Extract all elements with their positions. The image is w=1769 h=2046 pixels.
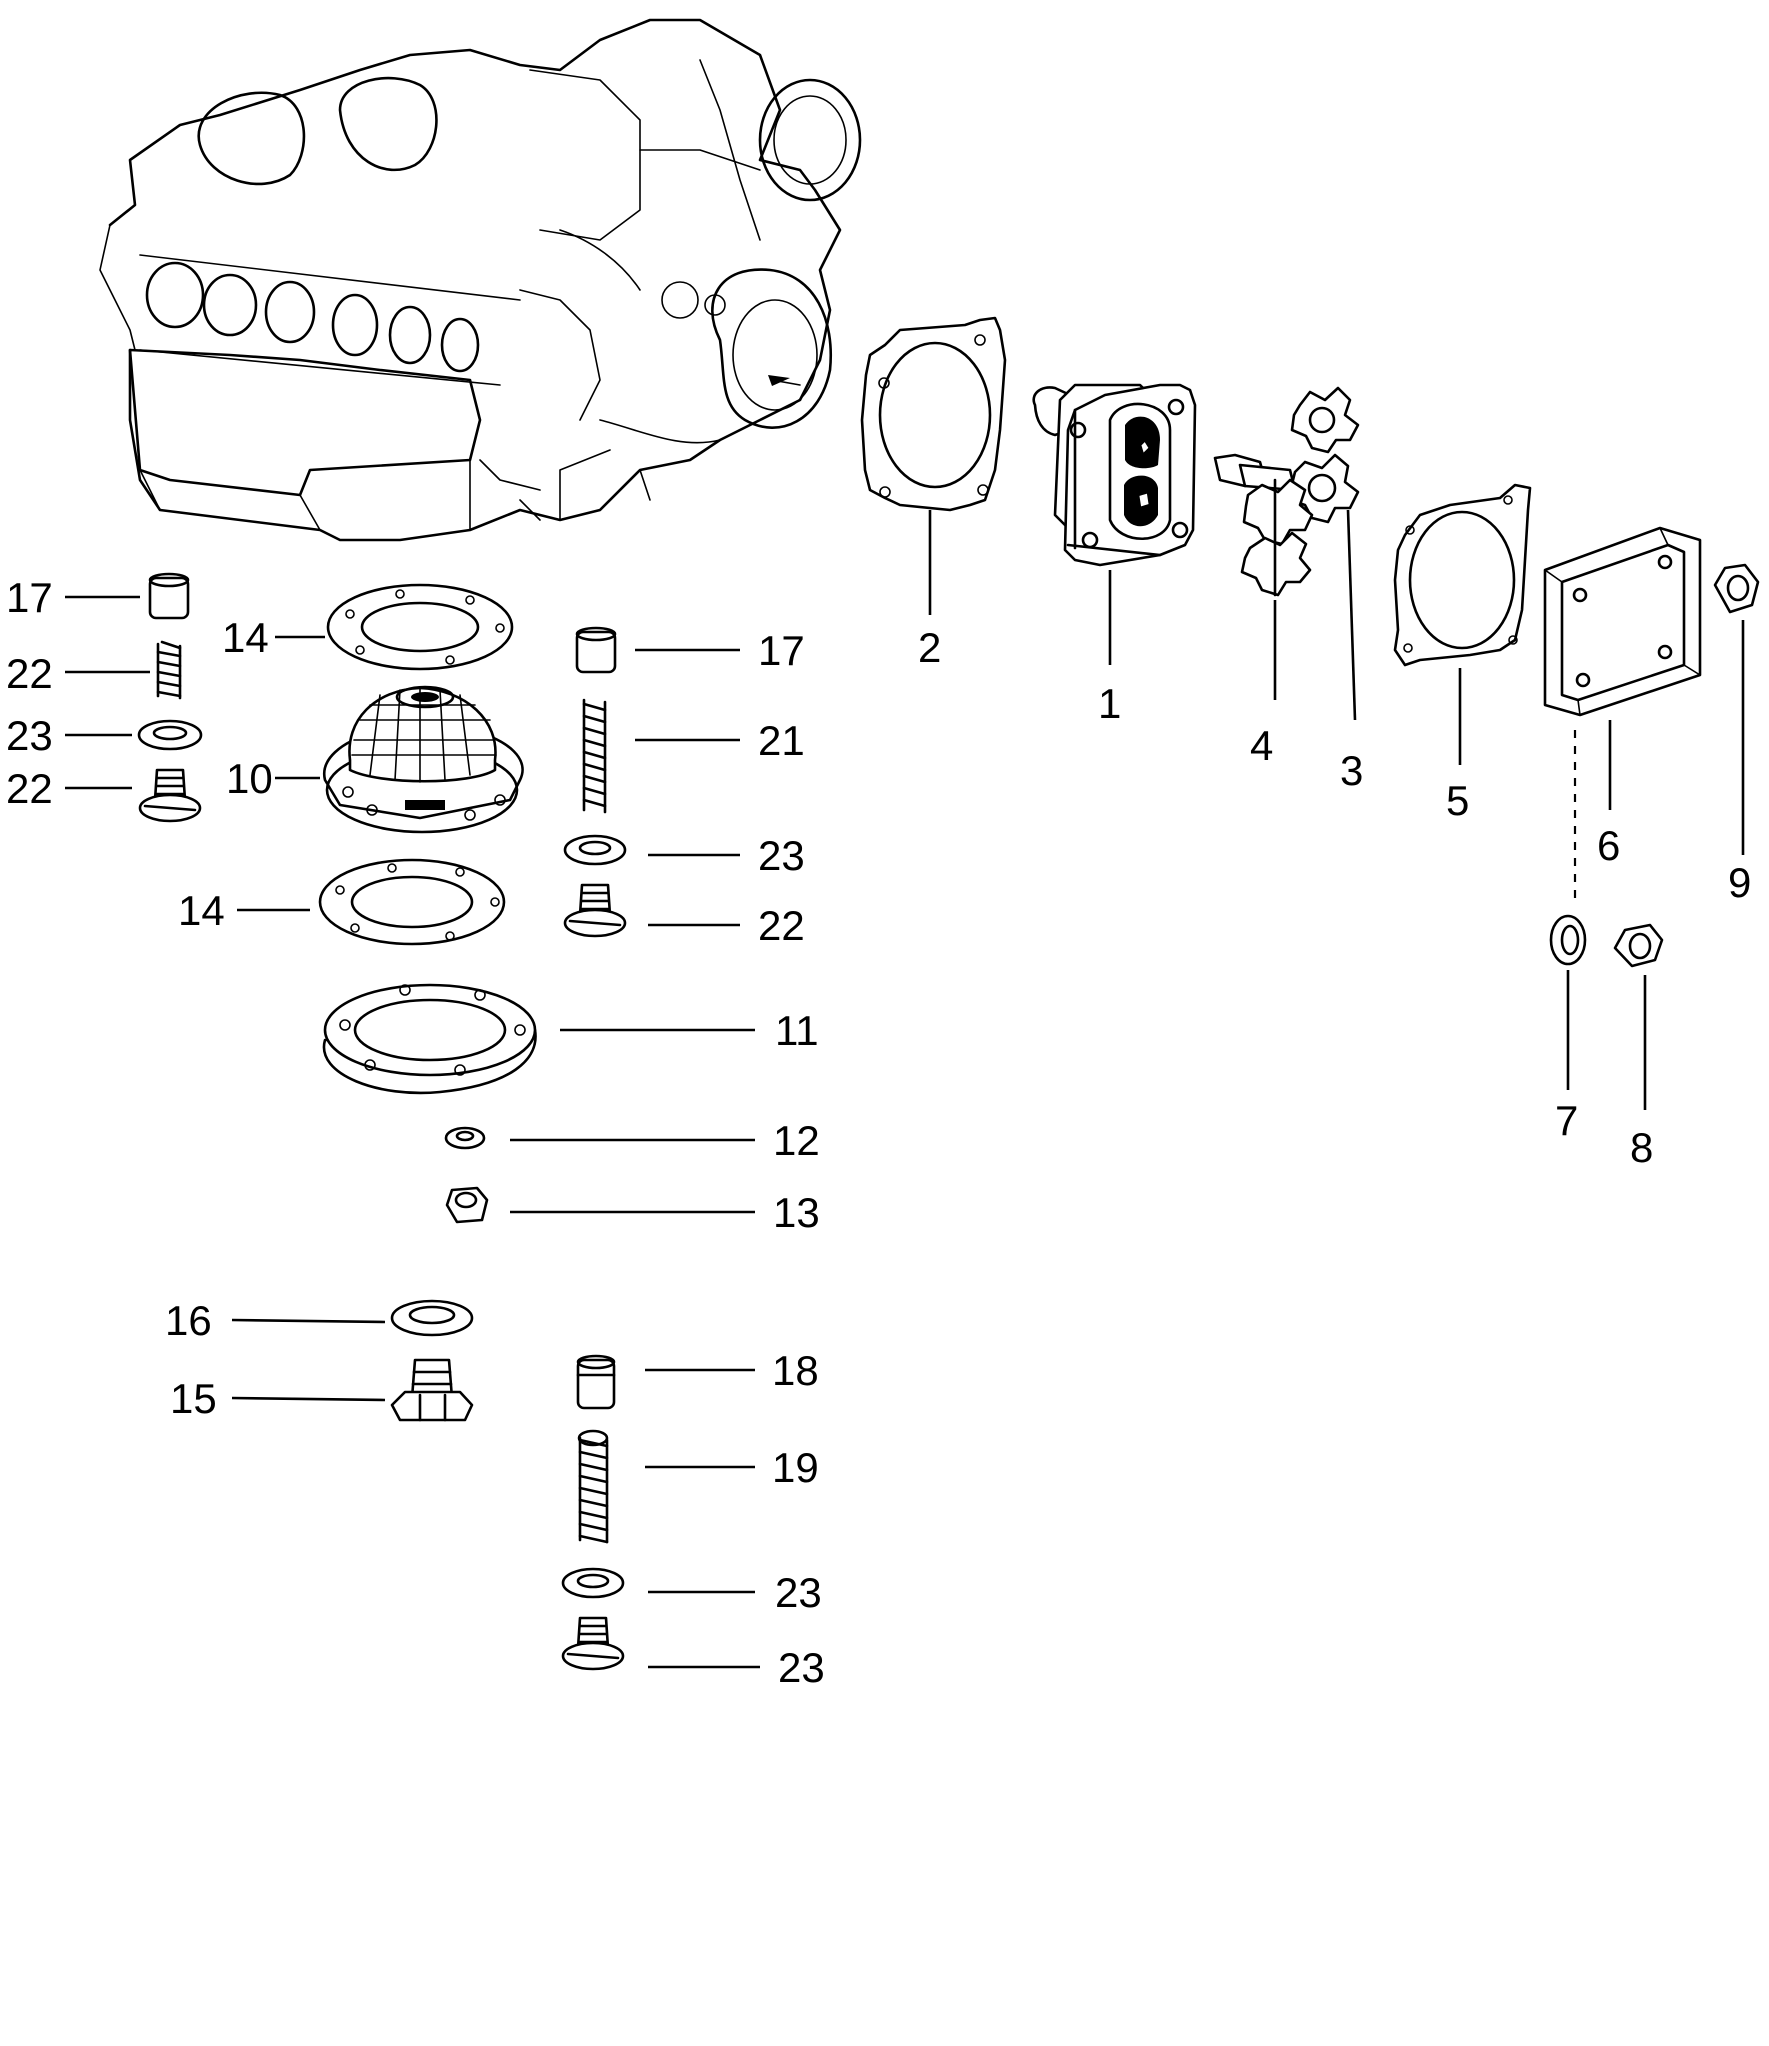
callout-6: 6	[1597, 822, 1620, 869]
seal-ring-icon	[137, 719, 203, 751]
callout-5: 5	[1446, 777, 1469, 824]
engine-crankcase-icon	[99, 18, 862, 542]
callout-9: 9	[1728, 859, 1751, 906]
piston-icon	[576, 1354, 616, 1410]
cover-gasket-icon	[1393, 483, 1532, 667]
callout-2: 2	[918, 624, 941, 671]
piston-icon	[575, 626, 617, 674]
callout-7: 7	[1555, 1097, 1578, 1144]
callout-16: 16	[165, 1297, 212, 1344]
leader-lines	[65, 509, 1745, 1669]
callout-19: 19	[772, 1444, 819, 1491]
oil-strainer-icon	[322, 685, 524, 834]
spring-icon	[582, 698, 607, 814]
nut-icon	[1613, 923, 1664, 968]
spring-icon	[577, 1429, 609, 1544]
callout-17: 17	[6, 574, 53, 621]
callout-22: 23	[778, 1644, 825, 1691]
seal-ring-icon	[390, 1299, 474, 1337]
seal-ring-icon	[563, 834, 627, 866]
strainer-gasket-icon	[318, 858, 506, 946]
spring-icon	[156, 640, 182, 700]
strainer-cover-plate-icon	[322, 983, 537, 1095]
drain-plug-icon	[390, 1358, 474, 1422]
callout-22: 22	[758, 902, 805, 949]
plug-screw-icon	[563, 883, 627, 938]
callout-23: 23	[775, 1569, 822, 1616]
callout-15: 15	[170, 1375, 217, 1422]
callout-12: 12	[773, 1117, 820, 1164]
callout-11: 11	[775, 1007, 819, 1054]
callout-1: 1	[1098, 680, 1121, 727]
callout-3: 3	[1340, 747, 1363, 794]
pump-drive-shaft-gear-icon	[1213, 453, 1314, 597]
callout-labels: 2 1 4 3 5 6 9 7 8 17 22 23 22 14 10 14 1…	[6, 574, 1751, 1691]
callout-18: 18	[772, 1347, 819, 1394]
washer-icon	[1549, 914, 1587, 966]
plug-screw-icon	[138, 768, 202, 823]
washer-icon	[444, 1126, 486, 1150]
callout-23: 23	[6, 712, 53, 759]
callout-22: 22	[6, 765, 53, 812]
callout-14: 14	[222, 614, 269, 661]
callout-23: 23	[758, 832, 805, 879]
callout-10: 10	[226, 755, 273, 802]
cap-nut-icon	[445, 1186, 489, 1224]
pump-gasket-icon	[860, 316, 1007, 512]
nut-icon	[1713, 563, 1760, 614]
oil-pump-housing-icon	[1032, 383, 1197, 567]
seal-ring-icon	[561, 1567, 625, 1599]
callout-8: 8	[1630, 1124, 1653, 1171]
callout-13: 13	[773, 1189, 820, 1236]
pump-cover-icon	[1543, 526, 1702, 717]
callout-17: 17	[758, 627, 805, 674]
callout-20: 21	[758, 717, 805, 764]
strainer-gasket-icon	[326, 583, 514, 671]
plug-screw-icon	[561, 1616, 625, 1671]
callout-21: 22	[6, 650, 53, 697]
callout-4: 4	[1250, 722, 1273, 769]
callout-14: 14	[178, 887, 225, 934]
piston-icon	[148, 572, 190, 620]
